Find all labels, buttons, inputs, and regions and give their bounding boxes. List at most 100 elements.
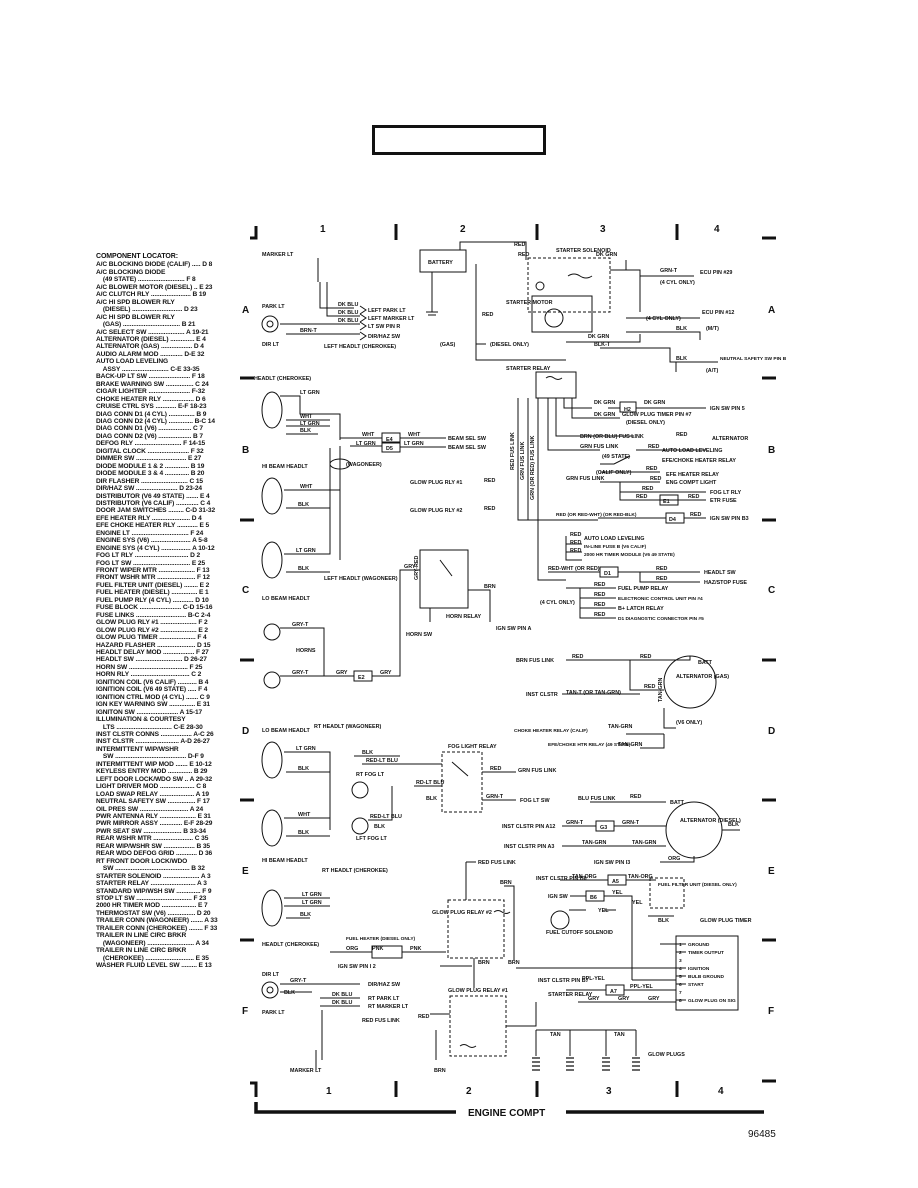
wire-dk-grn-h2 bbox=[563, 398, 592, 409]
rt-fog-lt bbox=[351, 781, 369, 799]
locator-item: INST CLSTR ......................... A-D… bbox=[96, 738, 210, 746]
locator-item: LEFT DOOR LOCK/WDO SW .. A 29-32 bbox=[96, 775, 213, 783]
grid-row-d-left: D bbox=[242, 726, 249, 737]
glow-plug-4 bbox=[632, 1057, 640, 1071]
label-org-1: ORG bbox=[668, 856, 680, 862]
fog-light-relay-box bbox=[441, 751, 483, 813]
locator-item: FUSE LINKS .............................… bbox=[96, 611, 211, 619]
label-blu-fus-link: BLU FUS LINK bbox=[578, 796, 616, 802]
label-fog-lt-sw: FOG LT SW bbox=[520, 798, 550, 804]
label-b-latch-relay: B+ LATCH RELAY bbox=[618, 606, 664, 612]
wire-dk-blu-1 bbox=[319, 282, 354, 309]
locator-item: DISTRIBUTOR (V6 49 STATE) ....... E 4 bbox=[96, 492, 210, 500]
label-inst-clstr: INST CLSTR bbox=[526, 692, 558, 698]
label-beam-sel-sw-1: BEAM SEL SW bbox=[448, 436, 487, 442]
wire-lt-grn-4 bbox=[284, 751, 331, 830]
label-dir-haz-sw: DIR/HAZ SW bbox=[368, 334, 401, 340]
locator-item: GLOW PLUG RLY #1 ..................... F… bbox=[96, 619, 208, 627]
label-red-23: RED bbox=[630, 794, 641, 800]
label-left-headlt-cherokee: LEFT HEADLT (CHEROKEE) bbox=[324, 344, 396, 350]
locator-item: DIR FLASHER ........................... … bbox=[96, 477, 203, 485]
label-efe-heater-relay: EFE HEATER RELAY bbox=[666, 472, 719, 478]
locator-item: (DIESEL) ............................. D… bbox=[96, 306, 198, 314]
label-red-or-red-wht: RED (OR RED-WHT) (OR RED-BLK) bbox=[556, 512, 637, 518]
label-dk-blu-4: DK BLU bbox=[332, 992, 352, 998]
label-grn-t-4: GRN-T bbox=[622, 820, 640, 826]
glow-plug-2 bbox=[566, 1057, 574, 1071]
locator-item: FUSE BLOCK ........................ C-D … bbox=[96, 604, 213, 612]
label-brn-horn: BRN bbox=[484, 584, 496, 590]
locator-item: FRONT WSHR MTR ...................... F … bbox=[96, 574, 210, 582]
conn-left-marker-lt bbox=[359, 313, 367, 323]
locator-item: STOP LT SW .............................… bbox=[96, 894, 207, 902]
locator-item: CRUISE CTRL SYS ............ E-F 18-23 bbox=[96, 403, 207, 411]
label-tan-1: TAN bbox=[550, 1032, 561, 1038]
label-etr-fuse: ETR FUSE bbox=[710, 498, 737, 504]
label-gry-1: GRY bbox=[336, 670, 348, 676]
label-left-headlt-wagoneer: LEFT HEADLT (WAGONEER) bbox=[324, 576, 398, 582]
glow-plug-1 bbox=[532, 1057, 540, 1071]
label-glow-plug-rly-2-top: GLOW PLUG RLY #2 bbox=[410, 508, 462, 514]
locator-item: AUTO LOAD LEVELING bbox=[96, 358, 169, 366]
locator-item: ENGINE SYS (V6) ....................... … bbox=[96, 537, 208, 545]
locator-item: HEADLT DELAY MOD .................. F 27 bbox=[96, 649, 209, 657]
label-red-9: RED bbox=[690, 512, 701, 518]
locator-item: DIMMER SW ............................. … bbox=[96, 455, 202, 463]
gp1-coil bbox=[459, 1044, 477, 1048]
label-wht-3: WHT bbox=[298, 812, 311, 818]
label-gry-t-2: GRY-T bbox=[292, 670, 309, 676]
label-dk-grn-1: DK GRN bbox=[596, 252, 617, 258]
label-gry-2: GRY bbox=[380, 670, 392, 676]
grid-col-4-top: 4 bbox=[714, 224, 720, 235]
label-dk-grn-h2b: DK GRN bbox=[644, 400, 665, 406]
wire-gry-t-1 bbox=[280, 627, 325, 676]
locator-item: ALTERNATOR (GAS) .................. D 4 bbox=[96, 343, 204, 351]
label-batt-2: BATT bbox=[670, 800, 685, 806]
label-inst-clstr-pin-a3: INST CLSTR PIN A3 bbox=[504, 844, 554, 850]
locator-item: A/C BLOCKING DIODE (CALIF) ..... D 8 bbox=[96, 261, 213, 269]
label-gry-5: GRY bbox=[618, 996, 630, 1002]
label-gry-t-3: GRY-T bbox=[290, 978, 307, 984]
wiring bbox=[261, 241, 740, 1070]
label-ecu-pin-29: ECU PIN #29 bbox=[700, 270, 732, 276]
locator-item: DEFOG RLY ........................... F … bbox=[96, 440, 206, 448]
label-lt-grn-1: LT GRN bbox=[300, 390, 320, 396]
label-red-fus-link-vert: RED FUS LINK bbox=[510, 432, 516, 470]
label-four-cyl-only-1: (4 CYL ONLY) bbox=[660, 280, 695, 286]
label-horns: HORNS bbox=[296, 648, 316, 654]
locator-item: OIL PRES SW ............................… bbox=[96, 805, 204, 813]
locator-item: DIAG CONN D2 (V6) ................... B … bbox=[96, 432, 203, 440]
label-lt-grn-3: LT GRN bbox=[296, 548, 316, 554]
label-red-11: RED bbox=[570, 540, 581, 546]
timer-pin-label: START bbox=[688, 982, 704, 988]
grid-row-e-right: E bbox=[768, 866, 775, 877]
locator-item: INST CLSTR CONNS .................. A-C … bbox=[96, 731, 214, 738]
locator-item: STARTER SOLENOID ..................... A… bbox=[96, 872, 211, 880]
label-fuel-heater-diesel: FUEL HEATER (DIESEL ONLY) bbox=[346, 936, 416, 942]
locator-item: EFE HEATER RLY ...................... D … bbox=[96, 514, 202, 522]
label-alternator-diesel: ALTERNATOR (DIESEL) bbox=[680, 818, 741, 824]
label-d1-box: D1 bbox=[604, 571, 611, 577]
label-timer-2000: 2000 HR TIMER MODULE (V6 49 STATE) bbox=[584, 552, 675, 558]
e1-connector bbox=[659, 494, 679, 506]
grid-row-a-left: A bbox=[242, 305, 249, 316]
locator-item: NEUTRAL SAFETY SW ................ F 17 bbox=[96, 798, 210, 806]
label-e2-box: E2 bbox=[358, 675, 365, 681]
label-red-17: RED bbox=[594, 602, 605, 608]
locator-item: FOG LT RLY .............................… bbox=[96, 552, 201, 560]
label-blk-13: BLK bbox=[284, 990, 295, 996]
locator-item: PWR MIRROR ASSY ............. E-F 28-29 bbox=[96, 820, 213, 828]
label-red-7: RED bbox=[636, 494, 647, 500]
label-red-2: RED bbox=[518, 252, 529, 258]
label-tan-org-1: TAN-ORG bbox=[572, 874, 597, 880]
locator-item: STANDARD WIP/WSH SW .............. F 9 bbox=[96, 887, 212, 895]
label-red-18: RED bbox=[594, 612, 605, 618]
label-rt-marker-lt: RT MARKER LT bbox=[368, 1004, 409, 1010]
label-efe-choke-heater-relay: EFE/CHOKE HEATER RELAY bbox=[662, 458, 736, 464]
locator-item: SW .....................................… bbox=[96, 865, 205, 873]
locator-item: BACK-UP LT SW ........................ F… bbox=[96, 373, 205, 381]
wire-gry-2 bbox=[372, 569, 420, 677]
locator-item: WASHER FLUID LEVEL SW ......... E 13 bbox=[96, 962, 212, 970]
wire-haz-stop bbox=[639, 572, 700, 583]
